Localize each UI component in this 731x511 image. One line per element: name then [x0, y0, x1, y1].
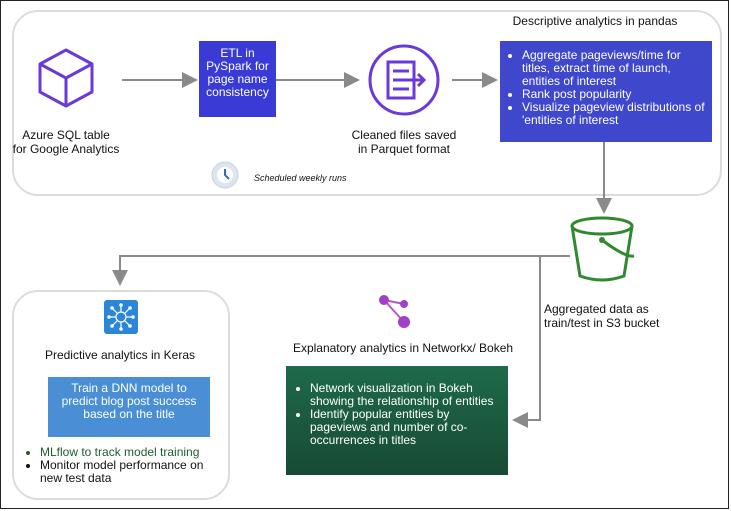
parquet-label-2: in Parquet format	[357, 142, 451, 156]
arrow-s3-to-explanatory	[512, 256, 541, 428]
network-list: Network visualization in Bokeh showing t…	[292, 382, 502, 447]
dnn-box: Train a DNN model to predict blog post s…	[48, 377, 210, 437]
parquet-label-1: Cleaned files saved	[351, 128, 457, 142]
network-item-2: Identify popular entities by pageviews a…	[310, 408, 502, 447]
pandas-list: Aggregate pageviews/time for titles, ext…	[504, 49, 708, 127]
dnn-line-3: based on the title	[83, 407, 175, 421]
etl-line-2: PySpark for	[206, 59, 269, 73]
pandas-item-2: Rank post popularity	[522, 88, 708, 101]
parquet-file-icon	[368, 44, 440, 116]
pandas-box: Aggregate pageviews/time for titles, ext…	[500, 41, 712, 142]
network-item-1: Network visualization in Bokeh showing t…	[310, 382, 502, 408]
explanatory-title: Explanatory analytics in Networkx/ Bokeh	[292, 341, 514, 355]
etl-box: ETL in PySpark for page name consistency	[199, 41, 276, 117]
predictive-item-1: MLflow to track model training	[40, 446, 228, 459]
neural-network-icon	[104, 300, 138, 334]
arrow-s3-to-predictive	[112, 255, 570, 286]
predictive-list-wrap: MLflow to track model training Monitor m…	[26, 446, 228, 485]
etl-line-1: ETL in	[220, 46, 255, 60]
pandas-item-3: Visualize pageview distributions of 'ent…	[522, 101, 708, 127]
etl-line-4: consistency	[206, 85, 269, 99]
dnn-line-1: Train a DNN model to	[71, 381, 187, 395]
bucket-icon	[570, 216, 635, 282]
predictive-item-2: Monitor model performance on new test da…	[40, 459, 228, 485]
predictive-list: MLflow to track model training Monitor m…	[26, 446, 228, 485]
dnn-line-2: predict blog post success	[61, 394, 197, 408]
sql-label-1: Azure SQL table	[22, 128, 110, 142]
sql-label-2: for Google Analytics	[12, 142, 120, 156]
cube-icon	[38, 48, 94, 108]
pandas-item-1: Aggregate pageviews/time for titles, ext…	[522, 49, 708, 88]
clock-icon	[211, 161, 239, 189]
pandas-title: Descriptive analytics in pandas	[512, 14, 678, 28]
s3-label-1: Aggregated data as	[544, 302, 649, 316]
predictive-title: Predictive analytics in Keras	[44, 348, 196, 362]
etl-line-3: page name	[207, 72, 268, 86]
s3-label-2: train/test in S3 bucket	[544, 316, 660, 330]
graph-nodes-icon	[379, 295, 410, 328]
network-box: Network visualization in Bokeh showing t…	[286, 366, 508, 475]
schedule-label: Scheduled weekly runs	[254, 173, 347, 183]
